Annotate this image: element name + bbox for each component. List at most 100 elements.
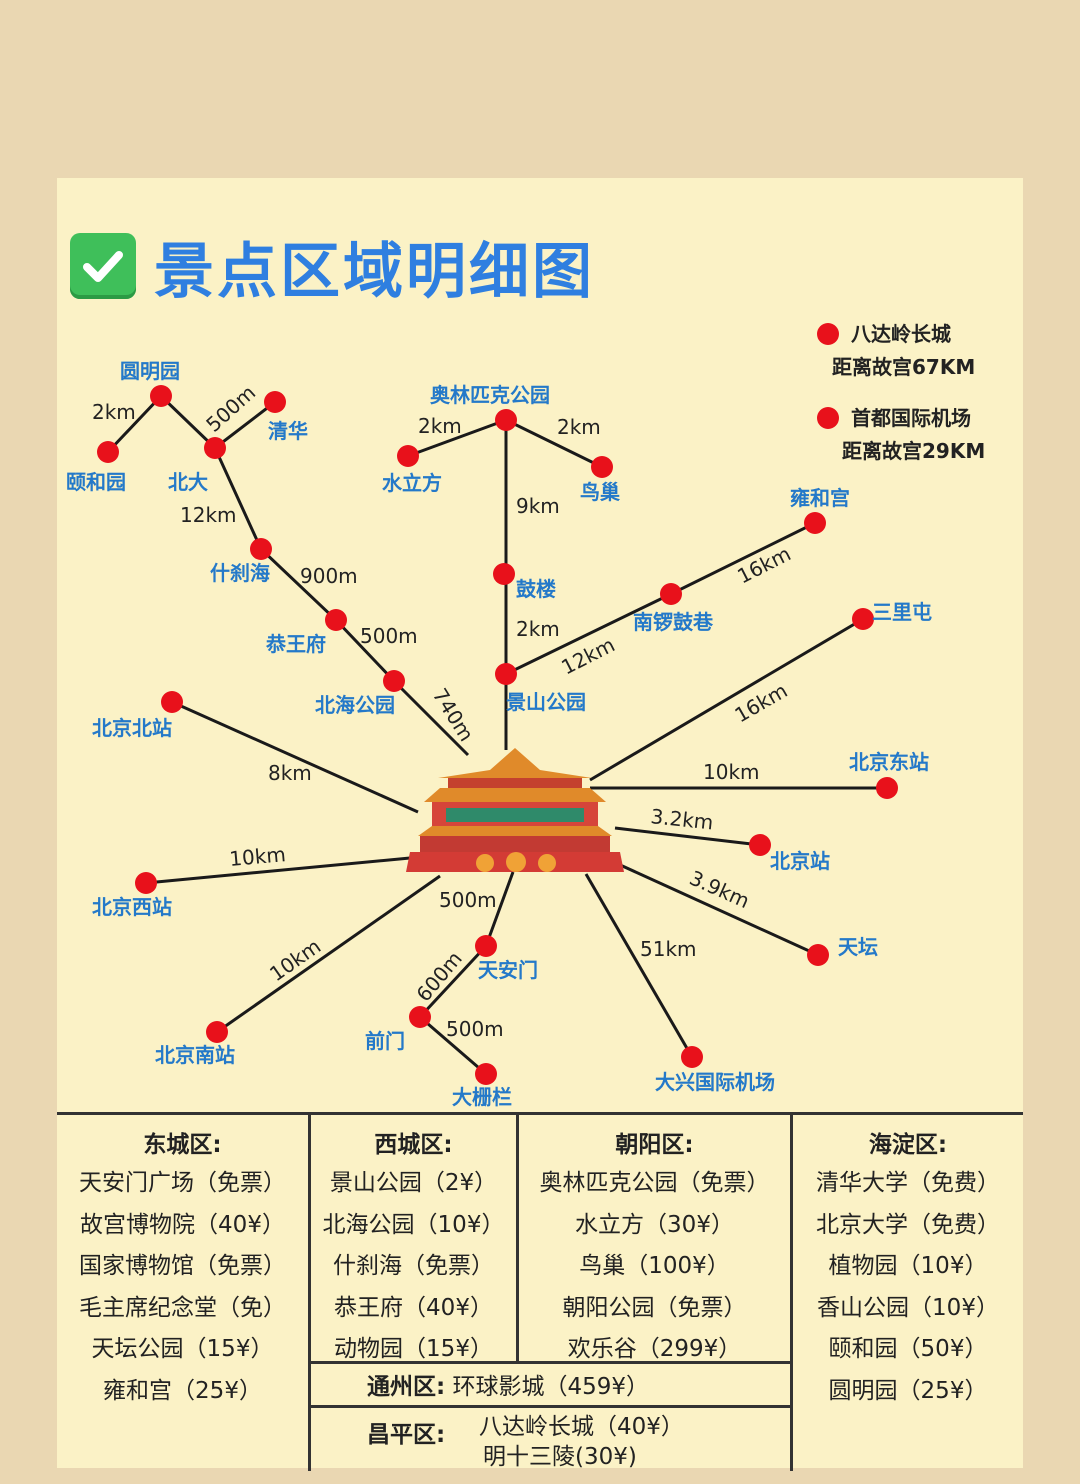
label-tiananmen: 天安门	[478, 958, 538, 982]
label-gulou: 鼓楼	[516, 577, 556, 601]
district-tongzhou: 通州区: 环球影城（459¥）	[367, 1367, 649, 1401]
attraction-item: 动物园（15¥）	[334, 1336, 493, 1362]
district-name: 西城区:	[374, 1132, 453, 1158]
route-tiananmen-dashilan	[417, 871, 515, 1076]
label-shuilifang: 水立方	[382, 471, 442, 495]
dist-shichahai-gongwangfu: 900m	[300, 564, 358, 588]
attraction-item: 天安门广场（免票）	[79, 1170, 286, 1196]
dot-shuilifang	[397, 445, 419, 467]
label-beihai: 北海公园	[315, 693, 395, 717]
attraction-item: 欢乐谷（299¥）	[567, 1336, 742, 1362]
district-name: 东城区:	[143, 1132, 222, 1158]
legend-badaling-name: 八达岭长城	[851, 322, 951, 346]
legend-dot-badaling	[817, 323, 839, 345]
dot-yonghegong	[804, 512, 826, 534]
dist-beida-qinghua: 500m	[201, 380, 260, 436]
label-gongwangfu: 恭王府	[265, 632, 326, 656]
label-tiantan: 天坛	[838, 935, 878, 959]
route-sanlitun	[589, 617, 864, 782]
route-beijing-south	[216, 874, 441, 1034]
district-chaoyang: 朝阳区: 奥林匹克公园（免票） 水立方（30¥） 鸟巢（100¥） 朝阳公园（免…	[519, 1115, 790, 1471]
attraction-item: 朝阳公园（免票）	[562, 1294, 747, 1321]
divider	[309, 1405, 793, 1408]
district-table: 东城区: 天安门广场（免票） 故宫博物院（40¥） 国家博物馆（免票） 毛主席纪…	[57, 1112, 1023, 1471]
dist-aolin-shuilifang: 2km	[418, 414, 462, 438]
dist-center-beijing-west: 10km	[228, 842, 286, 871]
divider	[309, 1361, 793, 1364]
attraction-item: 水立方（30¥）	[575, 1211, 734, 1238]
district-name: 通州区:	[367, 1374, 446, 1400]
legend-airport-name: 首都国际机场	[851, 406, 971, 430]
label-jingshan: 景山公园	[506, 690, 586, 714]
title-row: 景点区域明细图	[70, 228, 595, 307]
dot-daxing	[681, 1046, 703, 1068]
attraction-item: 环球影城（459¥）	[452, 1374, 650, 1400]
dot-beijing-east	[876, 777, 898, 799]
dot-aolinpike	[495, 409, 517, 431]
dot-beihai	[383, 670, 405, 692]
district-name: 昌平区:	[367, 1422, 446, 1448]
attraction-item: 北海公园（10¥）	[322, 1211, 505, 1238]
attraction-item: 恭王府（40¥）	[334, 1294, 493, 1321]
dot-dashilan	[475, 1063, 497, 1085]
attraction-item: 明十三陵(30¥)	[483, 1444, 637, 1470]
dot-tiananmen	[475, 935, 497, 957]
district-name: 朝阳区:	[615, 1132, 694, 1158]
dist-center-beijing-east: 10km	[703, 760, 760, 784]
dist-aolin-niaochao: 2km	[557, 415, 601, 439]
label-niaochao: 鸟巢	[580, 480, 620, 504]
check-mark-icon	[70, 233, 136, 299]
route-daxing	[584, 873, 694, 1058]
label-yiheyuan: 颐和园	[66, 470, 126, 494]
label-beida: 北大	[168, 470, 208, 494]
label-aolinpike: 奥林匹克公园	[430, 383, 550, 407]
route-map: 八达岭长城 距离故宫67KM 首都国际机场 距离故宫29KM 圆明园 颐和园 北…	[66, 322, 985, 1109]
dist-aolin-gulou: 9km	[516, 494, 560, 518]
dot-beijing-station	[749, 834, 771, 856]
attraction-item: 毛主席纪念堂（免）	[79, 1294, 286, 1321]
dot-yuanmingyuan	[150, 385, 172, 407]
dist-yiheyuan-yuanmingyuan: 2km	[92, 400, 136, 424]
attraction-item: 景山公园（2¥）	[329, 1170, 498, 1196]
label-beijing-east: 北京东站	[849, 750, 929, 774]
dot-qinghua	[264, 391, 286, 413]
dot-sanlitun	[852, 608, 874, 630]
district-xicheng: 西城区: 景山公园（2¥） 北海公园（10¥） 什刹海（免票） 恭王府（40¥）…	[311, 1115, 516, 1471]
label-yuanmingyuan: 圆明园	[120, 359, 180, 383]
dot-beida	[204, 437, 226, 459]
attraction-item: 香山公园（10¥）	[817, 1294, 999, 1321]
district-dongcheng: 东城区: 天安门广场（免票） 故宫博物院（40¥） 国家博物馆（免票） 毛主席纪…	[57, 1115, 308, 1471]
district-haidian: 海淀区: 清华大学（免费） 北京大学（免费） 植物园（10¥） 香山公园（10¥…	[793, 1115, 1023, 1471]
label-qinghua: 清华	[268, 419, 308, 443]
divider	[308, 1115, 311, 1471]
attraction-item: 植物园（10¥）	[828, 1253, 988, 1279]
dot-qianmen	[409, 1006, 431, 1028]
attraction-item: 故宫博物院（40¥）	[80, 1211, 285, 1238]
dist-gongwangfu-beihai: 500m	[360, 624, 418, 648]
label-sanlitun: 三里屯	[872, 600, 932, 624]
label-beijing-west: 北京西站	[92, 895, 172, 919]
attraction-item: 雍和宫（25¥）	[103, 1377, 262, 1404]
dot-nanluogu	[660, 583, 682, 605]
dot-beijing-south	[206, 1021, 228, 1043]
dist-beihai-center: 740m	[428, 684, 479, 746]
dist-center-daxing: 51km	[640, 937, 697, 961]
dist-center-tiananmen: 500m	[439, 888, 497, 912]
label-beijing-station: 北京站	[770, 849, 830, 873]
label-daxing: 大兴国际机场	[655, 1070, 775, 1094]
dot-niaochao	[591, 456, 613, 478]
dist-qianmen-dashilan: 500m	[446, 1017, 504, 1041]
legend-airport-note: 距离故宫29KM	[842, 439, 985, 463]
dist-beida-shichahai: 12km	[180, 503, 237, 527]
dot-gongwangfu	[325, 609, 347, 631]
dot-beijing-west	[135, 872, 157, 894]
dist-center-tiantan: 3.9km	[686, 866, 753, 913]
route-beijing-west	[145, 856, 411, 885]
attraction-item: 颐和园（50¥）	[828, 1336, 988, 1362]
dot-tiantan	[807, 944, 829, 966]
dot-gulou	[493, 563, 515, 585]
page-title: 景点区域明细图	[154, 236, 595, 307]
label-yonghegong: 雍和宫	[790, 486, 850, 510]
label-qianmen: 前门	[365, 1029, 405, 1053]
attraction-item: 奥林匹克公园（免票）	[539, 1170, 770, 1196]
